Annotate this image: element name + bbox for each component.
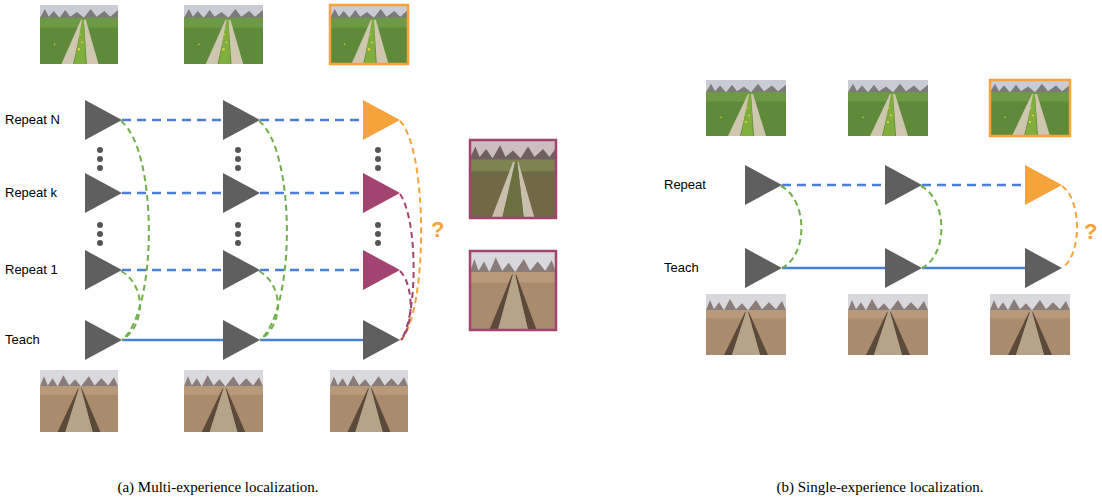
row-label: Repeat k: [5, 185, 57, 201]
subfigure-caption: (a) Multi-experience localization.: [117, 478, 318, 496]
row-label: Repeat N: [5, 112, 60, 128]
query-mark: ?: [431, 217, 444, 243]
row-label: Teach: [664, 260, 699, 276]
row-label: Teach: [5, 332, 40, 348]
row-label: Repeat 1: [5, 262, 58, 278]
query-mark: ?: [1084, 219, 1097, 245]
subfigure-caption: (b) Single-experience localization.: [777, 478, 984, 496]
row-label: Repeat: [664, 177, 706, 193]
